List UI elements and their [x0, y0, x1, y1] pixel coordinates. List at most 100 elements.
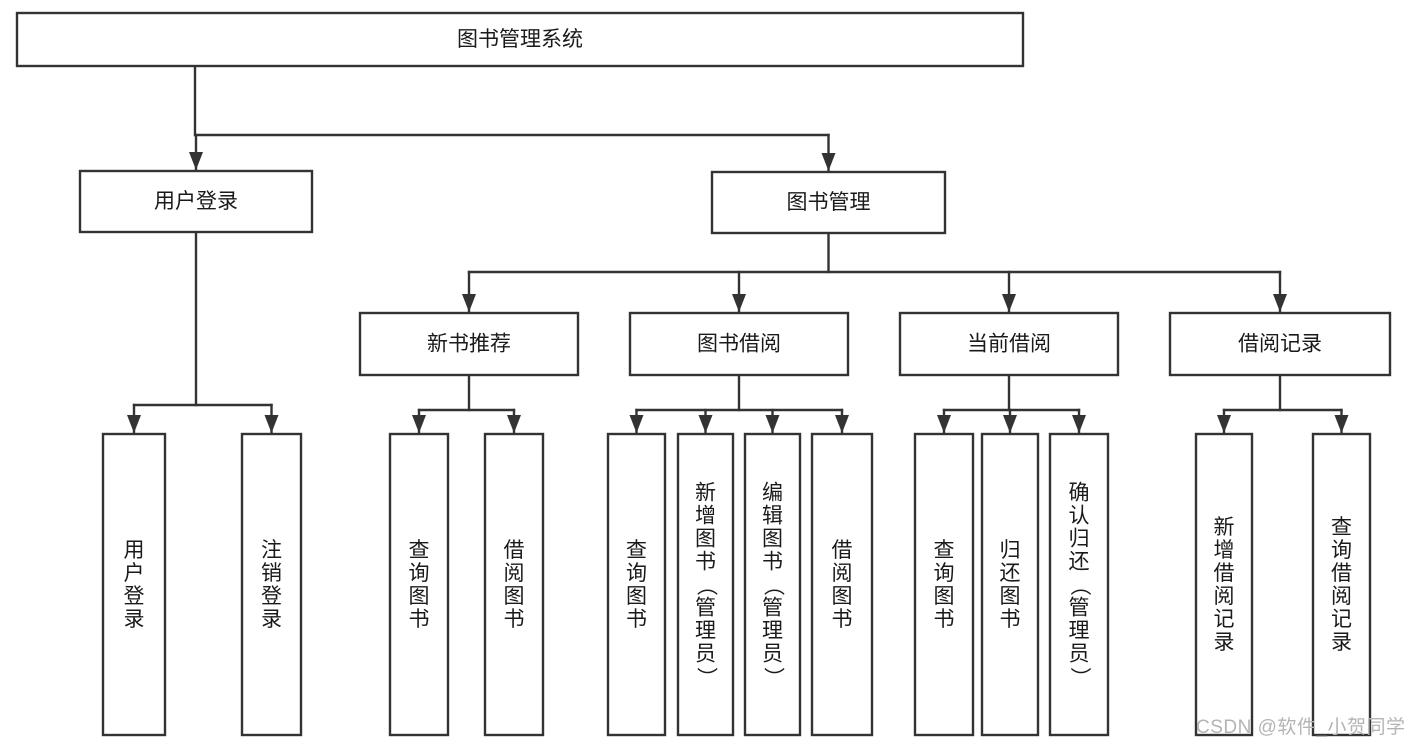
node-level3-2-box[interactable]	[898, 311, 1120, 377]
node-leaf-10-label-char: 确	[1069, 481, 1090, 504]
node-leaf-8-box[interactable]	[913, 432, 975, 737]
node-leaf-7-label-char: 图	[832, 585, 853, 608]
node-leaf-11-label-char: 新	[1214, 516, 1235, 539]
node-leaf-2-label-char: 查	[409, 539, 430, 562]
node-leaf-1-box[interactable]	[240, 432, 303, 737]
node-leaf-6-label-char: 编	[762, 481, 783, 504]
node-leaf-0-label-char: 用	[124, 539, 145, 562]
node-leaf-2-box[interactable]	[388, 432, 450, 737]
node-level3-0-box[interactable]	[358, 311, 580, 377]
node-leaf-5-label-char: 员	[695, 642, 716, 665]
node-level3-1[interactable]: 图书借阅	[628, 311, 850, 377]
node-level3-0[interactable]: 新书推荐	[358, 311, 580, 377]
node-leaf-0[interactable]: 用户登录	[101, 432, 167, 737]
node-level3-2[interactable]: 当前借阅	[898, 311, 1120, 377]
arrow-head-icon	[1003, 415, 1017, 433]
arrow-head-icon	[189, 152, 203, 170]
arrow-head-icon	[629, 415, 644, 433]
node-leaf-5-label-char: ）	[695, 667, 718, 688]
arrow-head-icon	[127, 415, 141, 433]
node-leaf-5-box[interactable]	[676, 432, 735, 737]
node-leaf-9-box[interactable]	[980, 432, 1040, 737]
node-leaf-8-label-char: 书	[934, 608, 955, 631]
node-leaf-7-box[interactable]	[810, 432, 874, 737]
node-leaf-4-box[interactable]	[606, 432, 667, 737]
node-leaf-11-label-char: 记	[1214, 608, 1235, 631]
arrow-head-icon	[412, 415, 426, 433]
node-leaf-12-box[interactable]	[1311, 432, 1372, 737]
node-leaf-6-label-char: 理	[762, 619, 783, 642]
node-leaf-1-label-char: 注	[261, 539, 282, 562]
node-leaf-12-label-char: 询	[1331, 539, 1352, 562]
node-leaf-11-label-char: 阅	[1214, 585, 1235, 608]
node-level2-1-box[interactable]	[710, 170, 947, 235]
node-level2-1-label: 图书管理	[787, 191, 871, 214]
node-leaf-12-label-char: 录	[1331, 631, 1352, 654]
node-leaf-11-box[interactable]	[1194, 432, 1254, 737]
node-leaf-3-label-char: 借	[504, 539, 525, 562]
arrow-head-icon	[1334, 415, 1349, 433]
arrow-head-icon	[1217, 415, 1231, 433]
node-leaf-6-box[interactable]	[743, 432, 802, 737]
node-leaf-6-label-char: ）	[762, 667, 785, 688]
node-root[interactable]: 图书管理系统	[15, 11, 1025, 68]
node-level3-3[interactable]: 借阅记录	[1168, 311, 1392, 377]
node-leaf-5-label-char: 管	[695, 596, 716, 619]
node-level3-3-box[interactable]	[1168, 311, 1392, 377]
node-leaf-2-label-char: 图	[409, 585, 430, 608]
arrow-head-icon	[264, 415, 279, 433]
node-leaf-10-label-char: （	[1068, 575, 1091, 596]
node-leaf-0-box[interactable]	[101, 432, 167, 737]
node-leaf-0-label-char: 户	[124, 562, 145, 585]
node-leaf-3-label-char: 图	[504, 585, 525, 608]
node-level2-0-box[interactable]	[78, 169, 314, 234]
arrow-head-icon	[835, 415, 849, 433]
node-leaf-3-box[interactable]	[483, 432, 545, 737]
arrow-head-icon	[462, 294, 476, 312]
node-leaf-9-label-char: 还	[1000, 562, 1021, 585]
node-level3-3-label: 借阅记录	[1238, 333, 1322, 356]
connectors-layer	[127, 64, 1349, 435]
node-leaf-2-label-char: 书	[409, 608, 430, 631]
node-level2-0[interactable]: 用户登录	[78, 169, 314, 234]
node-leaf-10-label-char: 理	[1069, 619, 1090, 642]
node-leaf-7-label-char: 借	[832, 539, 853, 562]
node-leaf-6-label-char: 图	[762, 527, 783, 550]
node-level2-1[interactable]: 图书管理	[710, 170, 947, 235]
node-root-box[interactable]	[15, 11, 1025, 68]
node-level3-0-label: 新书推荐	[427, 333, 511, 356]
node-leaf-8-label-char: 图	[934, 585, 955, 608]
node-leaf-0-label-char: 登	[124, 585, 145, 608]
node-leaf-4-label-char: 查	[626, 539, 647, 562]
node-leaf-4-label-char: 书	[626, 608, 647, 631]
node-leaf-3-label-char: 阅	[504, 562, 525, 585]
node-leaf-11-label-char: 借	[1214, 562, 1235, 585]
node-leaf-10-label-char: 员	[1069, 642, 1090, 665]
node-level3-1-box[interactable]	[628, 311, 850, 377]
arrow-head-icon	[732, 294, 746, 312]
node-leaf-3-label-char: 书	[504, 608, 525, 631]
node-leaf-5-label-char: 理	[695, 619, 716, 642]
node-level2-0-label: 用户登录	[154, 190, 238, 213]
node-leaf-9-label-char: 归	[1000, 539, 1021, 562]
arrow-head-icon	[507, 415, 521, 433]
node-leaf-10-box[interactable]	[1048, 432, 1110, 737]
node-leaf-0-label-char: 录	[124, 608, 145, 631]
node-leaf-12-label-char: 阅	[1331, 585, 1352, 608]
node-leaf-5-label-char: 增	[695, 504, 716, 527]
node-leaf-5-label-char: 书	[695, 550, 716, 573]
node-leaf-1-label-char: 录	[261, 608, 282, 631]
